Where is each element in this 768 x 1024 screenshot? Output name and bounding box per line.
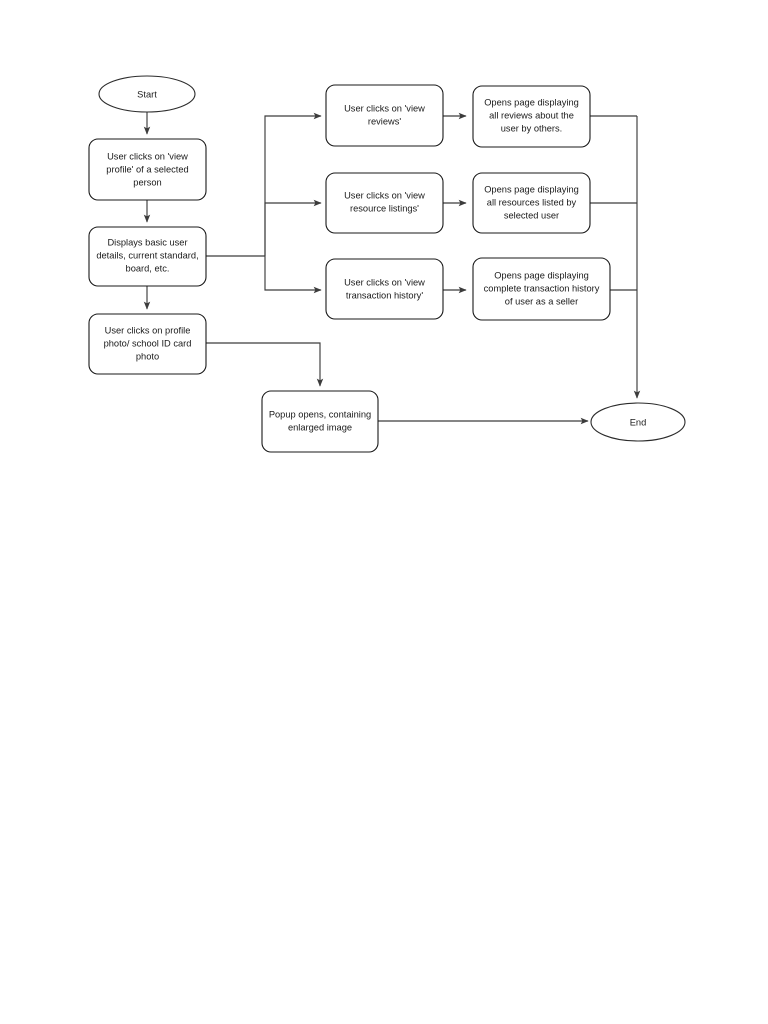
click-transactions-line-2: transaction history' xyxy=(346,290,423,300)
display-details-line-3: board, etc. xyxy=(126,263,170,273)
click-resources-line-1: User clicks on 'view xyxy=(344,190,425,200)
open-reviews-line-1: Opens page displaying xyxy=(484,97,579,107)
view-profile-line-1: User clicks on 'view xyxy=(107,151,188,161)
node-open-resources[interactable]: Opens page displaying all resources list… xyxy=(472,172,591,234)
nodes-layer: Start User clicks on 'view profile' of a… xyxy=(88,75,686,453)
click-transactions-box xyxy=(325,258,444,320)
open-transactions-line-1: Opens page displaying xyxy=(494,270,589,280)
view-profile-box xyxy=(88,138,207,201)
open-transactions-box xyxy=(472,257,611,321)
edge-branch-to-click-resources xyxy=(264,199,322,256)
open-resources-line-1: Opens page displaying xyxy=(484,184,579,194)
start-ellipse xyxy=(98,75,196,113)
click-photo-line-3: photo xyxy=(136,351,159,361)
open-resources-line-2: all resources listed by xyxy=(487,197,577,207)
click-resources-box xyxy=(325,172,444,234)
open-resources-line-3: selected user xyxy=(504,210,559,220)
click-resources-line-2: resource listings' xyxy=(350,203,419,213)
click-reviews-line-1: User clicks on 'view xyxy=(344,103,425,113)
node-end[interactable]: End xyxy=(590,402,686,442)
open-reviews-box xyxy=(472,85,591,148)
view-profile-line-2: profile' of a selected xyxy=(106,164,188,174)
open-reviews-line-3: user by others. xyxy=(501,123,563,133)
edge-branch-to-click-reviews xyxy=(264,112,322,256)
click-reviews-line-2: reviews' xyxy=(368,116,402,126)
popup-line-1: Popup opens, containing xyxy=(269,409,371,419)
node-start[interactable]: Start xyxy=(98,75,196,113)
node-click-resources[interactable]: User clicks on 'view resource listings' xyxy=(325,172,444,234)
node-display-details[interactable]: Displays basic user details, current sta… xyxy=(88,226,207,287)
start-label: Start xyxy=(137,89,157,99)
open-reviews-line-2: all reviews about the xyxy=(489,110,574,120)
click-photo-line-1: User clicks on profile xyxy=(105,325,191,335)
node-popup[interactable]: Popup opens, containing enlarged image xyxy=(261,390,379,453)
node-click-photo[interactable]: User clicks on profile photo/ school ID … xyxy=(88,313,207,375)
click-transactions-line-1: User clicks on 'view xyxy=(344,277,425,287)
view-profile-line-3: person xyxy=(133,177,161,187)
end-ellipse xyxy=(590,402,686,442)
display-details-line-2: details, current standard, xyxy=(96,250,198,260)
open-transactions-line-3: of user as a seller xyxy=(505,296,578,306)
open-transactions-line-2: complete transaction history xyxy=(484,283,600,293)
edge-branch-to-click-transactions xyxy=(264,256,322,294)
popup-line-2: enlarged image xyxy=(288,422,352,432)
click-reviews-box xyxy=(325,84,444,147)
node-click-reviews[interactable]: User clicks on 'view reviews' xyxy=(325,84,444,147)
node-open-reviews[interactable]: Opens page displaying all reviews about … xyxy=(472,85,591,148)
node-view-profile[interactable]: User clicks on 'view profile' of a selec… xyxy=(88,138,207,201)
edges-layer xyxy=(143,112,641,425)
display-details-line-1: Displays basic user xyxy=(107,237,187,247)
node-open-transactions[interactable]: Opens page displaying complete transacti… xyxy=(472,257,611,321)
edge-click-photo-to-popup xyxy=(206,342,324,387)
open-resources-box xyxy=(472,172,591,234)
end-label: End xyxy=(630,417,647,427)
click-photo-box xyxy=(88,313,207,375)
node-click-transactions[interactable]: User clicks on 'view transaction history… xyxy=(325,258,444,320)
popup-box xyxy=(261,390,379,453)
display-details-box xyxy=(88,226,207,287)
click-photo-line-2: photo/ school ID card xyxy=(104,338,192,348)
